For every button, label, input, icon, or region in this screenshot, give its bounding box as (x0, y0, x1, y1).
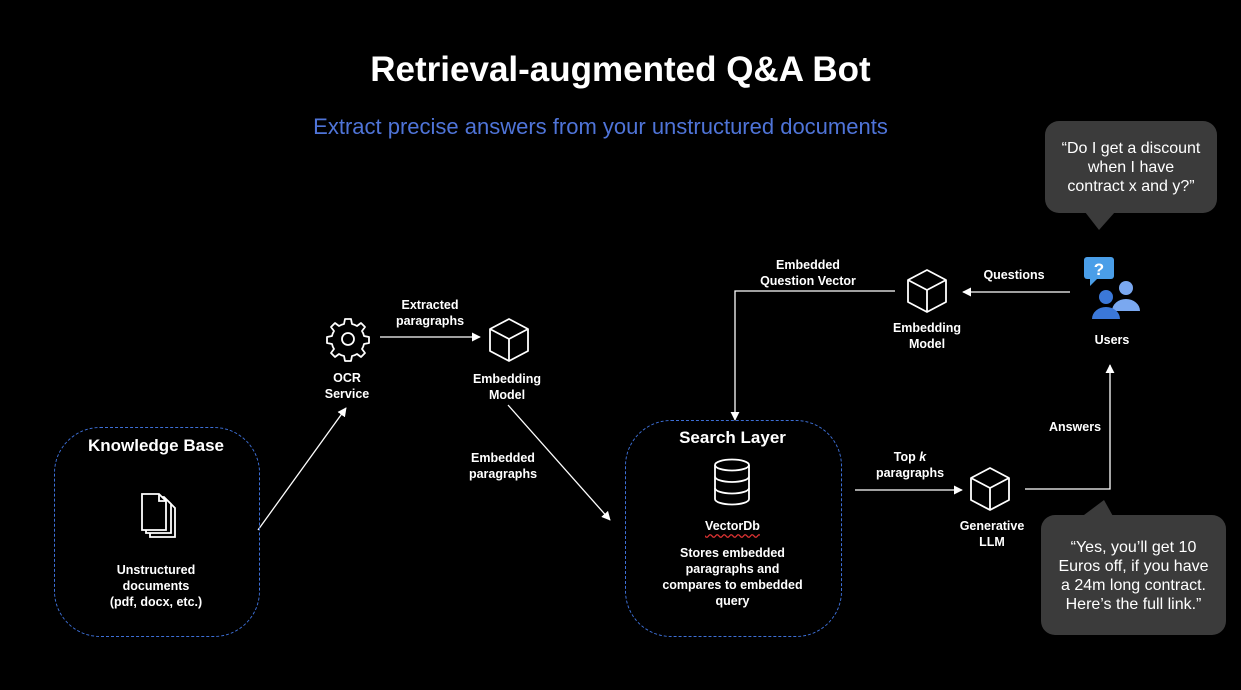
page-subtitle: Extract precise answers from your unstru… (313, 114, 888, 139)
arrow-embedding-to-search (507, 404, 611, 521)
ocr-service-label: OCR Service (324, 371, 370, 401)
cube-icon (907, 269, 947, 313)
arrow-embedding-to-search-top (730, 290, 895, 421)
embedding-model-right-label: Embedding Model (892, 321, 962, 351)
database-icon (714, 458, 750, 506)
embedded-paragraphs-label: Embedded paragraphs (468, 451, 538, 481)
knowledge-base-title: Knowledge Base (87, 436, 225, 455)
top-k-paragraphs-label: Top k paragraphs (875, 450, 945, 480)
questions-label: Questions (983, 268, 1045, 282)
users-label: Users (1094, 333, 1130, 347)
answer-speech-bubble: “Yes, you’ll get 10 Euros off, if you ha… (1041, 515, 1226, 635)
embedded-question-vector-label: Embedded Question Vector (760, 258, 856, 288)
search-layer-title: Search Layer (679, 428, 786, 447)
page-title: Retrieval-augmented Q&A Bot (370, 50, 871, 89)
question-speech-bubble: “Do I get a discount when I have contrac… (1045, 121, 1217, 213)
svg-text:?: ? (1094, 260, 1104, 279)
knowledge-base-description: Unstructured documents (pdf, docx, etc.) (109, 563, 203, 609)
gear-icon (326, 318, 370, 362)
arrow-llm-to-users (1025, 364, 1115, 490)
cube-icon (970, 467, 1010, 511)
question-bubble-tail (1085, 212, 1115, 230)
vectordb-label: VectorDb (705, 519, 760, 533)
generative-llm-label: Generative LLM (959, 519, 1025, 549)
answer-bubble-tail (1080, 500, 1114, 518)
users-question-icon: ? (1084, 257, 1140, 319)
answers-label: Answers (1048, 420, 1102, 434)
embedding-model-left-label: Embedding Model (472, 372, 542, 402)
knowledge-base-box (54, 427, 260, 637)
extracted-paragraphs-label: Extracted paragraphs (395, 298, 465, 328)
search-layer-box (625, 420, 842, 637)
arrow-kb-to-ocr (257, 407, 347, 531)
search-layer-description: Stores embedded paragraphs and compares … (662, 546, 803, 608)
documents-icon (141, 493, 176, 538)
cube-icon (489, 318, 529, 362)
